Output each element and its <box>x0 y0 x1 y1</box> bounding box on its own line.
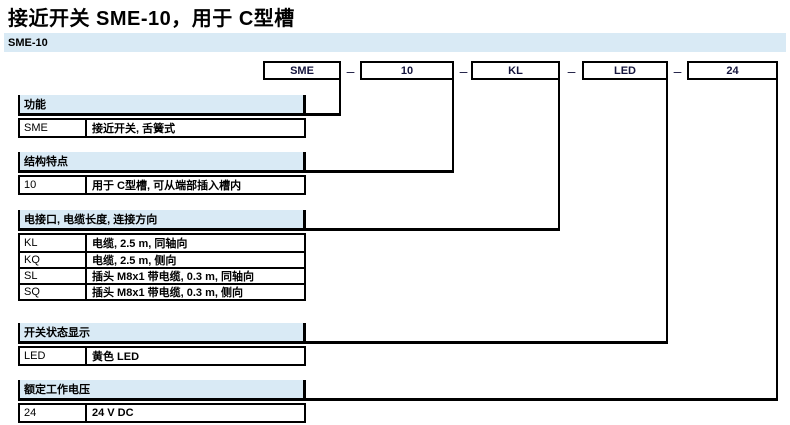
section-table: 10 用于 C型槽, 可从端部插入槽内 <box>18 175 306 195</box>
code-box-led: LED <box>582 61 668 80</box>
series-header-bar: SME-10 <box>4 33 786 52</box>
connector-line-kl <box>558 79 560 231</box>
row-desc: 电缆, 2.5 m, 同轴向 <box>92 238 188 250</box>
section-table: KL 电缆, 2.5 m, 同轴向 KQ 电缆, 2.5 m, 侧向 SL 插头… <box>18 233 306 301</box>
row-desc: 接近开关, 舌簧式 <box>92 123 176 135</box>
section-table: 24 24 V DC <box>18 403 306 423</box>
table-row: SL 插头 M8x1 带电缆, 0.3 m, 同轴向 <box>20 267 304 283</box>
table-row: 24 24 V DC <box>20 405 304 421</box>
code-box-sme: SME <box>263 61 341 80</box>
section-table: LED 黄色 LED <box>18 346 306 366</box>
connector-line-24 <box>776 79 778 401</box>
table-row: 10 用于 C型槽, 可从端部插入槽内 <box>20 177 304 193</box>
series-label: SME-10 <box>8 36 48 49</box>
row-desc: 用于 C型槽, 可从端部插入槽内 <box>92 180 242 192</box>
connector-line-24 <box>304 398 778 401</box>
code-box-10: 10 <box>360 61 454 80</box>
row-code: KL <box>20 235 87 251</box>
table-row: KQ 电缆, 2.5 m, 侧向 <box>20 251 304 267</box>
section-header: 开关状态显示 <box>18 323 306 344</box>
row-code: KQ <box>20 253 87 267</box>
connector-line-10 <box>304 170 454 173</box>
section-switching-status-display: 开关状态显示 LED 黄色 LED <box>18 323 306 366</box>
section-header: 额定工作电压 <box>18 380 306 401</box>
section-header: 功能 <box>18 95 306 116</box>
section-design: 结构特点 10 用于 C型槽, 可从端部插入槽内 <box>18 152 306 195</box>
section-electrical-connection: 电接口, 电缆长度, 连接方向 KL 电缆, 2.5 m, 同轴向 KQ 电缆,… <box>18 210 306 301</box>
code-separator: – <box>346 62 355 79</box>
row-desc: 电缆, 2.5 m, 侧向 <box>92 255 177 267</box>
table-row: LED 黄色 LED <box>20 348 304 364</box>
table-row: SQ 插头 M8x1 带电缆, 0.3 m, 侧向 <box>20 283 304 299</box>
connector-line-sme <box>304 113 341 116</box>
connector-line-led <box>666 79 668 344</box>
connector-line-kl <box>304 228 560 231</box>
row-code: SQ <box>20 285 87 299</box>
row-code: LED <box>20 348 87 364</box>
connector-line-sme <box>339 79 341 116</box>
code-separator: – <box>567 62 576 79</box>
code-box-kl: KL <box>471 61 560 80</box>
code-separator: – <box>459 62 468 79</box>
section-header: 结构特点 <box>18 152 306 173</box>
row-desc: 24 V DC <box>92 407 134 419</box>
section-table: SME 接近开关, 舌簧式 <box>18 118 306 138</box>
row-code: SL <box>20 269 87 283</box>
row-code: 10 <box>20 177 87 193</box>
code-separator: – <box>673 62 682 79</box>
row-desc: 黄色 LED <box>92 351 140 363</box>
row-desc: 插头 M8x1 带电缆, 0.3 m, 侧向 <box>92 287 243 299</box>
row-desc: 插头 M8x1 带电缆, 0.3 m, 同轴向 <box>92 271 254 283</box>
connector-line-led <box>304 341 668 344</box>
table-row: KL 电缆, 2.5 m, 同轴向 <box>20 235 304 251</box>
connector-line-10 <box>452 79 454 173</box>
section-rated-voltage: 额定工作电压 24 24 V DC <box>18 380 306 423</box>
table-row: SME 接近开关, 舌簧式 <box>20 120 304 136</box>
page-title: 接近开关 SME-10，用于 C型槽 <box>8 8 295 30</box>
section-function: 功能 SME 接近开关, 舌簧式 <box>18 95 306 138</box>
row-code: SME <box>20 120 87 136</box>
code-box-24: 24 <box>687 61 778 80</box>
section-header: 电接口, 电缆长度, 连接方向 <box>18 210 306 231</box>
row-code: 24 <box>20 405 87 421</box>
